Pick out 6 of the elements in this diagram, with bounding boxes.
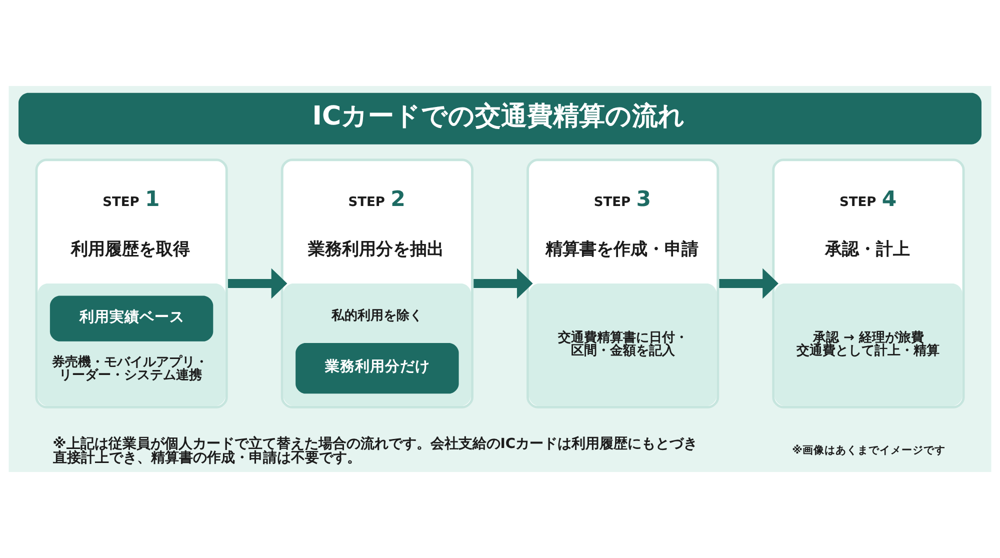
label: ※画像はあくまでイメージです (792, 444, 946, 457)
label: ※上記は従業員が個人カードで立て替えた場合の流れです。会社支給のICカードは利用履歴にもとづき直接計上でき、精算書の作成・申請は不要です。 (52, 436, 698, 466)
arrow (719, 268, 778, 299)
arrow (474, 268, 533, 299)
diagram-title: ICカードでの交通費精算の流れ (312, 101, 686, 132)
arrow (228, 268, 288, 299)
